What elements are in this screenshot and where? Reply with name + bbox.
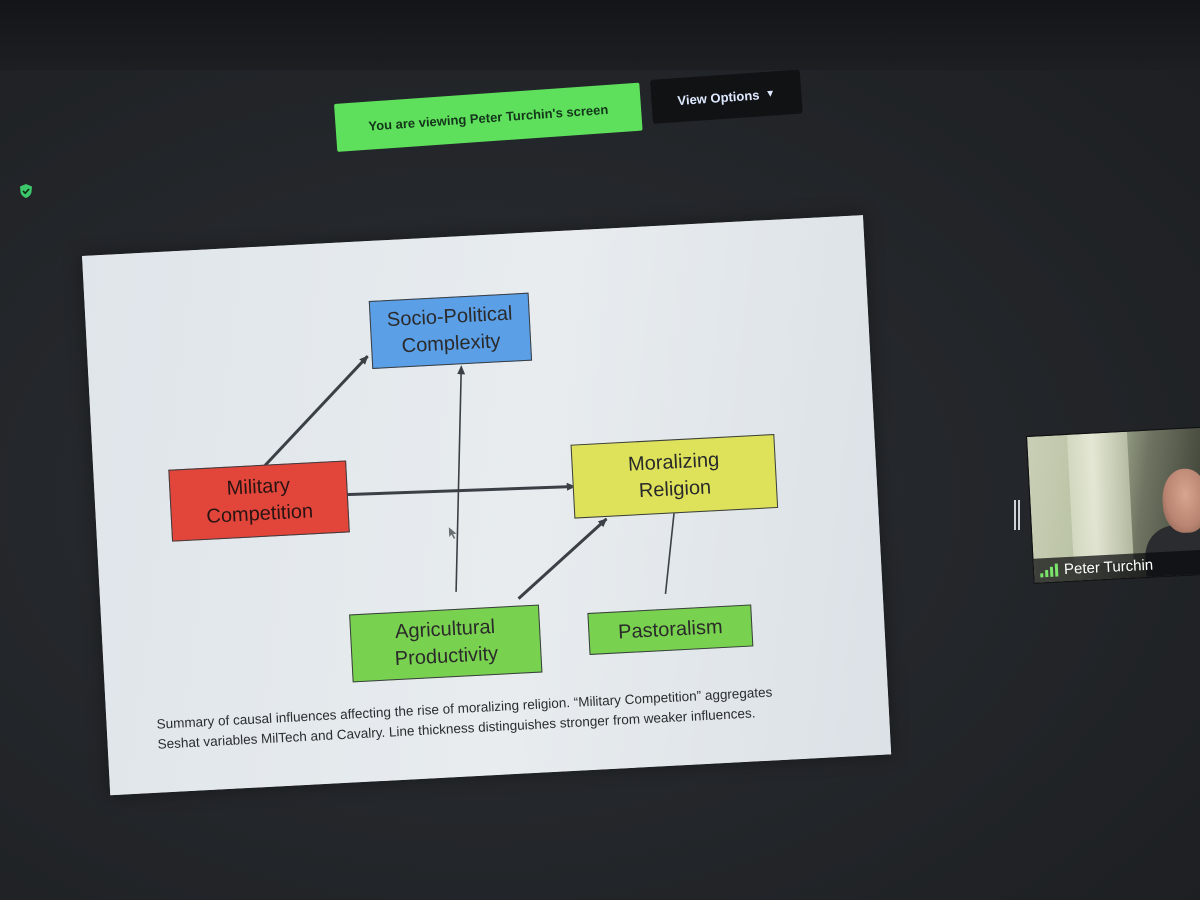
- node-agricultural-productivity: Agricultural Productivity: [349, 604, 543, 683]
- mouse-cursor-icon: [448, 527, 457, 539]
- signal-bars-icon: [1040, 563, 1059, 578]
- viewing-banner: You are viewing Peter Turchin's screen: [334, 82, 643, 152]
- causal-arrows: [250, 355, 678, 600]
- shield-check-icon[interactable]: [18, 183, 34, 199]
- viewing-banner-label: You are viewing Peter Turchin's screen: [367, 101, 609, 134]
- arrow-agriculture-to-complexity: [455, 365, 466, 592]
- view-options-button[interactable]: View Options ▼: [650, 69, 803, 124]
- node-military-competition: Military Competition: [168, 460, 350, 542]
- participant-video[interactable]: Peter Turchin: [1026, 426, 1200, 584]
- chevron-down-icon: ▼: [764, 87, 776, 100]
- view-options-label: View Options: [676, 86, 760, 108]
- arrow-agriculture-to-religion: [517, 517, 608, 600]
- node-moralizing-religion: Moralizing Religion: [570, 434, 779, 519]
- node-socio-political-complexity: Socio-Political Complexity: [368, 292, 533, 369]
- participant-name: Peter Turchin: [1063, 556, 1154, 578]
- shared-slide: Socio-Political Complexity Military Comp…: [82, 215, 892, 796]
- video-curtain: [1066, 431, 1134, 565]
- arrow-military-to-complexity: [250, 355, 369, 481]
- top-bar: [0, 0, 1200, 70]
- arrow-pastoralism-to-religion: [664, 504, 678, 595]
- video-panel-handle[interactable]: [1014, 500, 1022, 530]
- node-pastoralism: Pastoralism: [587, 604, 754, 655]
